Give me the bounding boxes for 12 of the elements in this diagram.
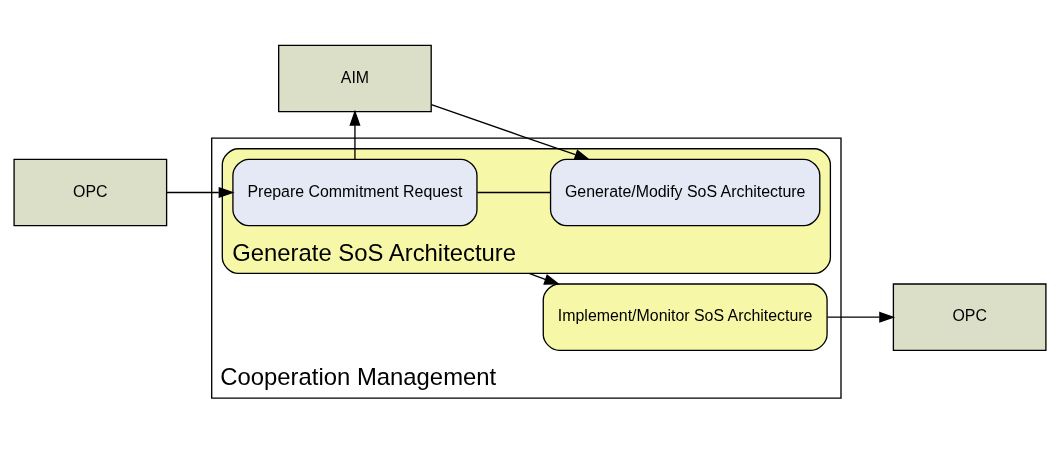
node-box: Generate/Modify SoS Architecture	[549, 158, 821, 226]
arrow	[349, 109, 361, 160]
connector	[476, 191, 551, 193]
node-box: OPC	[13, 158, 168, 226]
arrow	[166, 186, 235, 198]
node-box: AIM	[278, 44, 432, 112]
arrow	[826, 311, 896, 323]
node-box: Prepare Commitment Request	[232, 158, 478, 226]
node-box: OPC	[892, 282, 1047, 351]
node-box: Implement/Monitor SoS Architecture	[542, 282, 828, 351]
arrow	[528, 272, 561, 285]
arrow	[430, 103, 591, 160]
